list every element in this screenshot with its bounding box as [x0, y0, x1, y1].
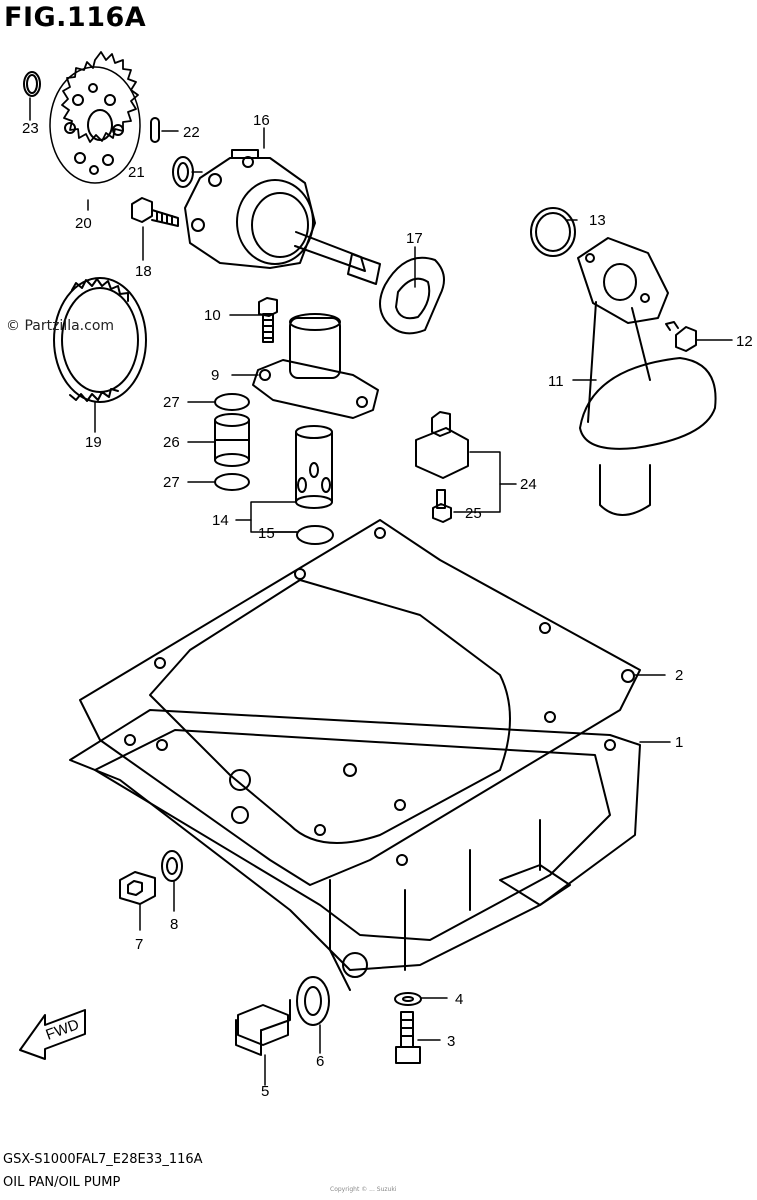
part-27-o-ring-upper[interactable]: [214, 393, 250, 411]
callout-9: 9: [211, 367, 219, 384]
leader-lines: [29, 97, 733, 1086]
callout-13: 13: [589, 212, 606, 229]
part-24-oil-pressure-switch[interactable]: [415, 411, 469, 479]
callout-16: 16: [253, 112, 270, 129]
callout-14: 14: [212, 512, 229, 529]
callout-24: 24: [520, 476, 537, 493]
part-9-strainer-housing[interactable]: [252, 313, 379, 419]
part-2-oil-pan-gasket[interactable]: [79, 519, 641, 886]
callout-6: 6: [316, 1053, 324, 1070]
part-22-pin[interactable]: [150, 117, 160, 143]
part-6-gasket[interactable]: [296, 976, 330, 1026]
part-20-oil-pump-sprocket[interactable]: [49, 51, 141, 184]
part-16-oil-pump[interactable]: [184, 149, 381, 285]
part-27-o-ring-lower[interactable]: [214, 473, 250, 491]
part-26-spacer[interactable]: [214, 413, 250, 467]
fwd-label: FWD: [44, 1016, 82, 1044]
callout-11: 11: [548, 373, 564, 390]
callout-23: 23: [22, 120, 39, 137]
part-17-gasket[interactable]: [379, 256, 445, 335]
callout-18: 18: [135, 263, 152, 280]
part-7-plug[interactable]: [119, 871, 156, 905]
footer-copyright: Copyright © ... Suzuki: [330, 1186, 397, 1193]
callout-3: 3: [447, 1033, 455, 1050]
figure-title: FIG.116A: [4, 2, 147, 33]
fwd-arrow-icon: FWD: [19, 1009, 86, 1060]
callout-17: 17: [406, 230, 423, 247]
watermark: © Partzilla.com: [6, 318, 115, 334]
callout-25: 25: [465, 505, 482, 522]
callout-20: 20: [75, 215, 92, 232]
callout-1: 1: [675, 734, 683, 751]
callout-10: 10: [204, 307, 221, 324]
part-1-oil-pan[interactable]: [69, 709, 641, 991]
part-5-drain-plug[interactable]: [235, 999, 291, 1056]
callout-7: 7: [135, 936, 143, 953]
callout-21: 21: [128, 164, 145, 181]
callout-8: 8: [170, 916, 178, 933]
drawing-code: GSX-S1000FAL7_E28E33_116A: [3, 1152, 203, 1167]
callout-4: 4: [455, 991, 463, 1008]
callout-19: 19: [85, 434, 102, 451]
part-3-bolt[interactable]: [395, 1011, 421, 1064]
part-12-bolt[interactable]: [665, 321, 697, 352]
part-14-oil-strainer[interactable]: [295, 425, 333, 509]
part-15-o-ring[interactable]: [296, 525, 334, 545]
part-10-bolt[interactable]: [258, 297, 278, 343]
part-4-washer[interactable]: [394, 992, 422, 1006]
part-18-bolt[interactable]: [131, 197, 179, 227]
part-25-bolt[interactable]: [432, 489, 452, 523]
drawing-caption: OIL PAN/OIL PUMP: [3, 1175, 121, 1190]
callout-27-upper: 27: [163, 394, 180, 411]
callout-labels: 23 22 21 20 18 16 17 10 9 27 26 27 14 15…: [22, 112, 753, 1100]
callout-26: 26: [163, 434, 180, 451]
part-23-circlip[interactable]: [23, 71, 41, 97]
part-13-o-ring[interactable]: [530, 207, 576, 257]
part-8-gasket[interactable]: [161, 850, 183, 882]
callout-27-lower: 27: [163, 474, 180, 491]
part-11-oil-strainer-pipe[interactable]: [577, 237, 717, 516]
callout-15: 15: [258, 525, 275, 542]
part-21-washer[interactable]: [172, 156, 194, 188]
callout-5: 5: [261, 1083, 269, 1100]
callout-2: 2: [675, 667, 683, 684]
callout-12: 12: [736, 333, 753, 350]
callout-22: 22: [183, 124, 200, 141]
part-19-oil-pump-drive-gear[interactable]: [53, 277, 147, 403]
